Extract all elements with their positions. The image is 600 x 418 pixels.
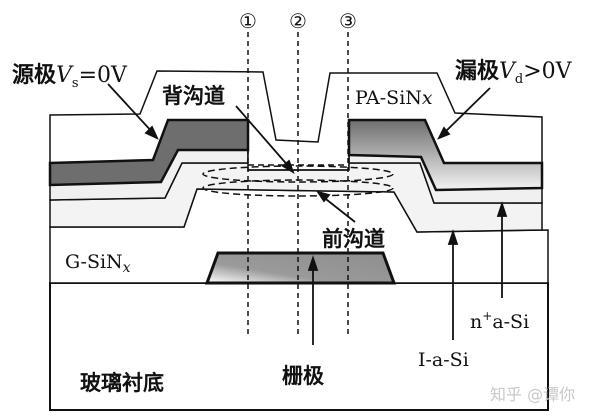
source-label: 源极Vs=0V xyxy=(12,63,128,91)
front-channel-arrow xyxy=(321,195,356,223)
front-channel-label: 前沟道 xyxy=(322,227,385,251)
back-channel-arrowhead xyxy=(281,159,295,175)
drain-arrowhead xyxy=(437,126,451,140)
n-plus-a-si-label: n+a-Si xyxy=(470,309,529,333)
watermark: 知乎 @谭你 xyxy=(490,385,575,404)
n-plus-arrowhead xyxy=(496,201,508,217)
source-arrow xyxy=(107,83,155,135)
back-channel-label: 背沟道 xyxy=(162,84,225,108)
back-channel-region xyxy=(202,165,394,183)
marker-3-label: ③ xyxy=(339,9,357,33)
marker-2-label: ② xyxy=(289,9,307,33)
i-a-si-label: I-a-Si xyxy=(418,349,469,371)
marker-1-label: ① xyxy=(239,9,257,33)
drain-arrow xyxy=(442,87,491,135)
gate-label: 栅极 xyxy=(282,364,325,388)
glass-substrate xyxy=(49,282,549,411)
i-a-si-arrowhead xyxy=(447,229,459,245)
gate-arrowhead xyxy=(307,255,319,271)
drain-label: 漏极Vd>0V xyxy=(455,58,573,87)
passivation-label: PA-SiNx xyxy=(355,87,433,109)
gate-electrode xyxy=(204,251,397,285)
back-channel-arrow xyxy=(235,105,291,169)
glass-substrate-label: 玻璃衬底 xyxy=(80,371,164,395)
gate-insulator-label: G-SiNx xyxy=(65,251,131,276)
source-arrowhead xyxy=(144,125,159,140)
drain-electrode xyxy=(347,118,544,192)
front-channel-arrowhead xyxy=(315,190,331,203)
